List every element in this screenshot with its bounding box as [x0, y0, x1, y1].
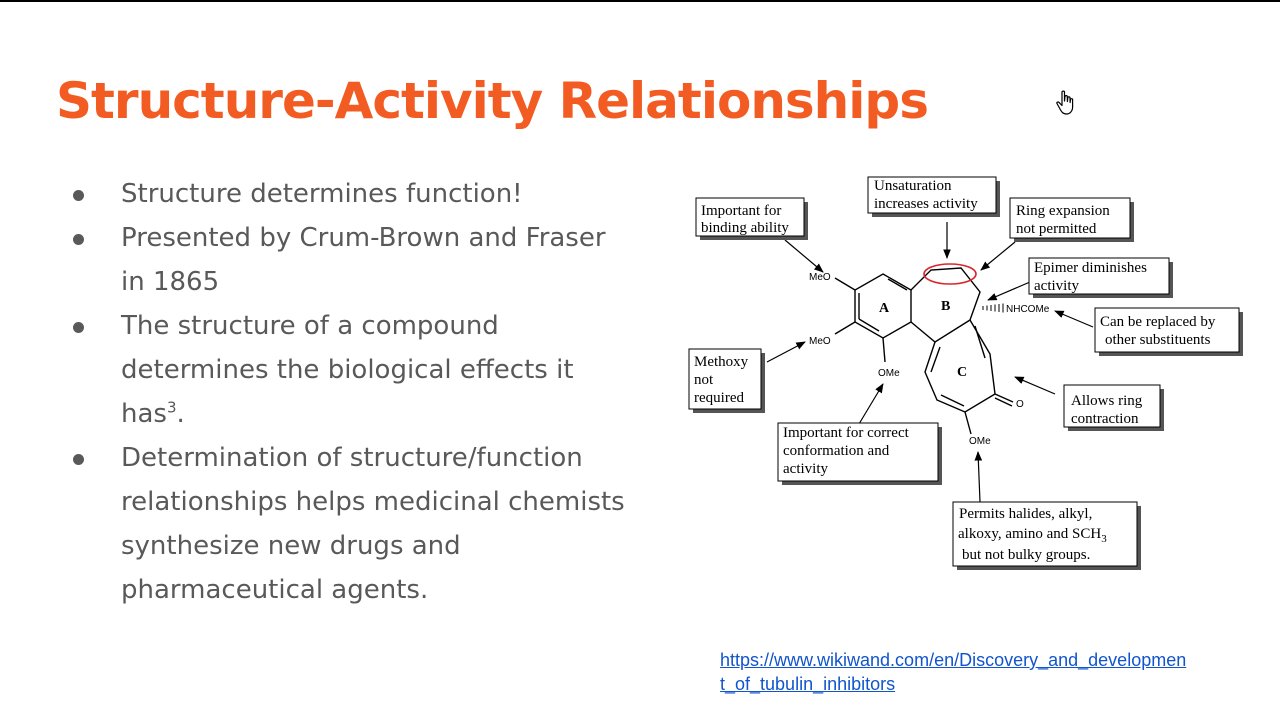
svg-text:activity: activity [1034, 278, 1079, 294]
svg-text:contraction: contraction [1071, 411, 1139, 427]
ring-label-c: C [957, 365, 967, 380]
svg-text:not: not [694, 372, 714, 388]
svg-text:Permits halides, alkyl,: Permits halides, alkyl, [959, 506, 1092, 522]
svg-text:conformation and: conformation and [783, 443, 890, 459]
bullet-item: Determination of structure/function rela… [68, 436, 628, 612]
atom-ome-c: OMe [969, 436, 991, 447]
svg-text:required: required [694, 390, 744, 406]
svg-text:Can be replaced by: Can be replaced by [1100, 314, 1216, 330]
bullet-text: The structure of a compound determines t… [121, 311, 574, 429]
svg-text:alkoxy, amino and SCH3: alkoxy, amino and SCH3 [958, 526, 1107, 545]
hashed-wedge-bond [982, 303, 1004, 313]
svg-text:not permitted: not permitted [1016, 221, 1097, 237]
annotation-unsaturation: Unsaturation increases activity [867, 176, 1000, 217]
bullet-dot-icon [73, 234, 84, 245]
svg-text:Allows ring: Allows ring [1071, 393, 1143, 409]
bullet-dot-icon [73, 190, 84, 201]
annotation-replaced: Can be replaced by other substituents [1094, 307, 1243, 356]
citation-superscript: 3 [166, 398, 177, 417]
annotation-ring-expansion: Ring expansion not permitted [1009, 197, 1134, 242]
annotation-ring-contraction: Allows ring contraction [1063, 384, 1164, 431]
bullet-text: Determination of structure/function rela… [121, 443, 625, 605]
bullet-dot-icon [73, 322, 84, 333]
atom-meo-mid: MeO [809, 336, 831, 347]
bullet-text: Structure determines function! [121, 179, 523, 209]
bullet-text: Presented by Crum-Brown and Fraser in 18… [121, 223, 606, 297]
svg-text:Methoxy: Methoxy [694, 354, 749, 370]
svg-text:increases activity: increases activity [874, 196, 978, 212]
svg-text:other substituents: other substituents [1105, 332, 1211, 348]
bullet-item: The structure of a compound determines t… [68, 304, 628, 436]
annotation-binding: Important for binding ability [695, 197, 808, 240]
annotation-epimer: Epimer diminishes activity [1028, 257, 1173, 298]
svg-text:activity: activity [783, 461, 828, 477]
svg-text:Important for: Important for [701, 203, 781, 219]
bullet-suffix: . [176, 399, 185, 429]
svg-text:but not bulky groups.: but not bulky groups. [962, 547, 1090, 563]
atom-carbonyl-o: O [1016, 399, 1024, 410]
atom-ome-bottom: OMe [878, 368, 900, 379]
svg-text:Ring expansion: Ring expansion [1016, 203, 1110, 219]
bullet-item: Structure determines function! [68, 172, 628, 216]
svg-text:Important for correct: Important for correct [783, 425, 910, 441]
svg-text:binding ability: binding ability [701, 220, 789, 236]
annotation-halides: Permits halides, alkyl, alkoxy, amino an… [952, 501, 1141, 570]
bullet-item: Presented by Crum-Brown and Fraser in 18… [68, 216, 628, 304]
svg-text:Unsaturation: Unsaturation [874, 178, 952, 194]
annotation-arrows [766, 222, 1094, 503]
atom-meo-top: MeO [809, 272, 831, 283]
ring-label-b: B [941, 299, 950, 314]
colchicine-sar-diagram: A B C MeO MeO OMe NHCOMe O OMe Important… [688, 176, 1243, 570]
slide-title: Structure-Activity Relationships [56, 72, 929, 130]
hand-pointer-icon [1056, 90, 1074, 115]
molecule-structure [834, 267, 1014, 435]
source-link[interactable]: https://www.wikiwand.com/en/Discovery_an… [720, 650, 1187, 694]
unsaturation-highlight [923, 263, 977, 285]
annotation-conformation: Important for correct conformation and a… [777, 422, 942, 485]
ring-label-a: A [879, 301, 890, 316]
atom-nhcome: NHCOMe [1006, 304, 1050, 315]
annotation-methoxy: Methoxy not required [688, 348, 765, 413]
bullet-list: Structure determines function! Presented… [68, 172, 628, 612]
top-border [0, 0, 1280, 2]
svg-text:Epimer diminishes: Epimer diminishes [1034, 260, 1147, 276]
bullet-dot-icon [73, 454, 84, 465]
